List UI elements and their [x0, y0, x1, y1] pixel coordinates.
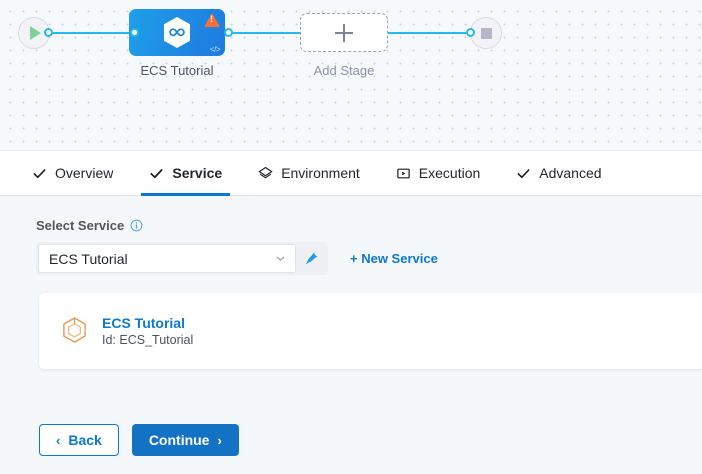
pipeline-stage-node-ecs-tutorial[interactable]: </>: [129, 9, 225, 56]
stop-icon: [480, 27, 492, 39]
tab-service-label: Service: [172, 165, 223, 181]
select-service-label-text: Select Service: [36, 218, 125, 233]
service-card-text: ECS Tutorial Id: ECS_Tutorial: [102, 315, 193, 347]
code-brackets-icon: </>: [209, 45, 221, 54]
tab-execution[interactable]: Execution: [378, 150, 498, 196]
tab-service[interactable]: Service: [131, 150, 240, 196]
tab-overview[interactable]: Overview: [14, 150, 131, 196]
back-button[interactable]: ‹ Back: [39, 424, 119, 456]
port-end-input[interactable]: [466, 28, 475, 37]
pipeline-canvas[interactable]: </> ECS Tutorial Add Stage: [0, 0, 702, 150]
service-panel: Select Service ECS Tutorial + New Servic…: [0, 196, 702, 474]
service-hexagon-icon: [63, 317, 86, 343]
check-icon: [150, 168, 163, 178]
pipeline-end-node[interactable]: [470, 17, 502, 49]
tab-execution-label: Execution: [418, 165, 481, 181]
tab-overview-label: Overview: [55, 165, 114, 181]
pin-icon: [305, 252, 317, 265]
footer-button-row: ‹ Back Continue ›: [39, 424, 239, 456]
layers-icon: [258, 166, 273, 178]
service-card[interactable]: ECS Tutorial Id: ECS_Tutorial: [39, 293, 702, 369]
add-stage-label: Add Stage: [313, 63, 375, 78]
pipeline-edge-stage-to-add: [228, 32, 300, 34]
new-service-button[interactable]: + New Service: [350, 251, 438, 266]
pipeline-edge-start-to-stage: [46, 32, 136, 34]
harness-hexagon-icon: [164, 17, 190, 48]
stage-tab-bar: Overview Service Environment Execution A…: [0, 150, 702, 196]
play-icon: [30, 26, 41, 40]
service-select-value: ECS Tutorial: [49, 250, 128, 267]
service-card-subtitle: Id: ECS_Tutorial: [102, 333, 194, 347]
back-button-label: Back: [68, 432, 102, 448]
tab-advanced[interactable]: Advanced: [498, 150, 619, 196]
warning-triangle-icon: [204, 13, 220, 27]
pipeline-edge-add-to-end: [388, 32, 478, 34]
chevron-right-icon: ›: [217, 432, 222, 448]
service-select-row: ECS Tutorial + New Service: [36, 242, 702, 275]
plus-icon: [335, 23, 353, 42]
service-select-group: ECS Tutorial: [36, 242, 328, 275]
service-card-title[interactable]: ECS Tutorial: [102, 315, 185, 331]
play-box-icon: [397, 168, 410, 178]
tab-environment-label: Environment: [281, 165, 360, 181]
check-icon: [33, 168, 46, 178]
port-stage-input[interactable]: [130, 28, 139, 37]
continue-button[interactable]: Continue ›: [131, 424, 239, 456]
port-start-output[interactable]: [44, 28, 53, 37]
tab-environment[interactable]: Environment: [240, 150, 378, 196]
select-service-label: Select Service: [36, 218, 702, 233]
stage-node-label: ECS Tutorial: [140, 63, 214, 78]
service-select-input[interactable]: ECS Tutorial: [38, 244, 296, 273]
port-stage-output[interactable]: [224, 28, 233, 37]
check-icon: [517, 168, 530, 178]
tab-advanced-label: Advanced: [539, 165, 602, 181]
pin-button[interactable]: [296, 244, 326, 273]
chevron-down-icon[interactable]: [274, 252, 287, 265]
chevron-left-icon: ‹: [56, 432, 61, 448]
add-stage-button[interactable]: [300, 13, 388, 52]
continue-button-label: Continue: [148, 432, 210, 448]
info-icon[interactable]: [130, 219, 143, 232]
